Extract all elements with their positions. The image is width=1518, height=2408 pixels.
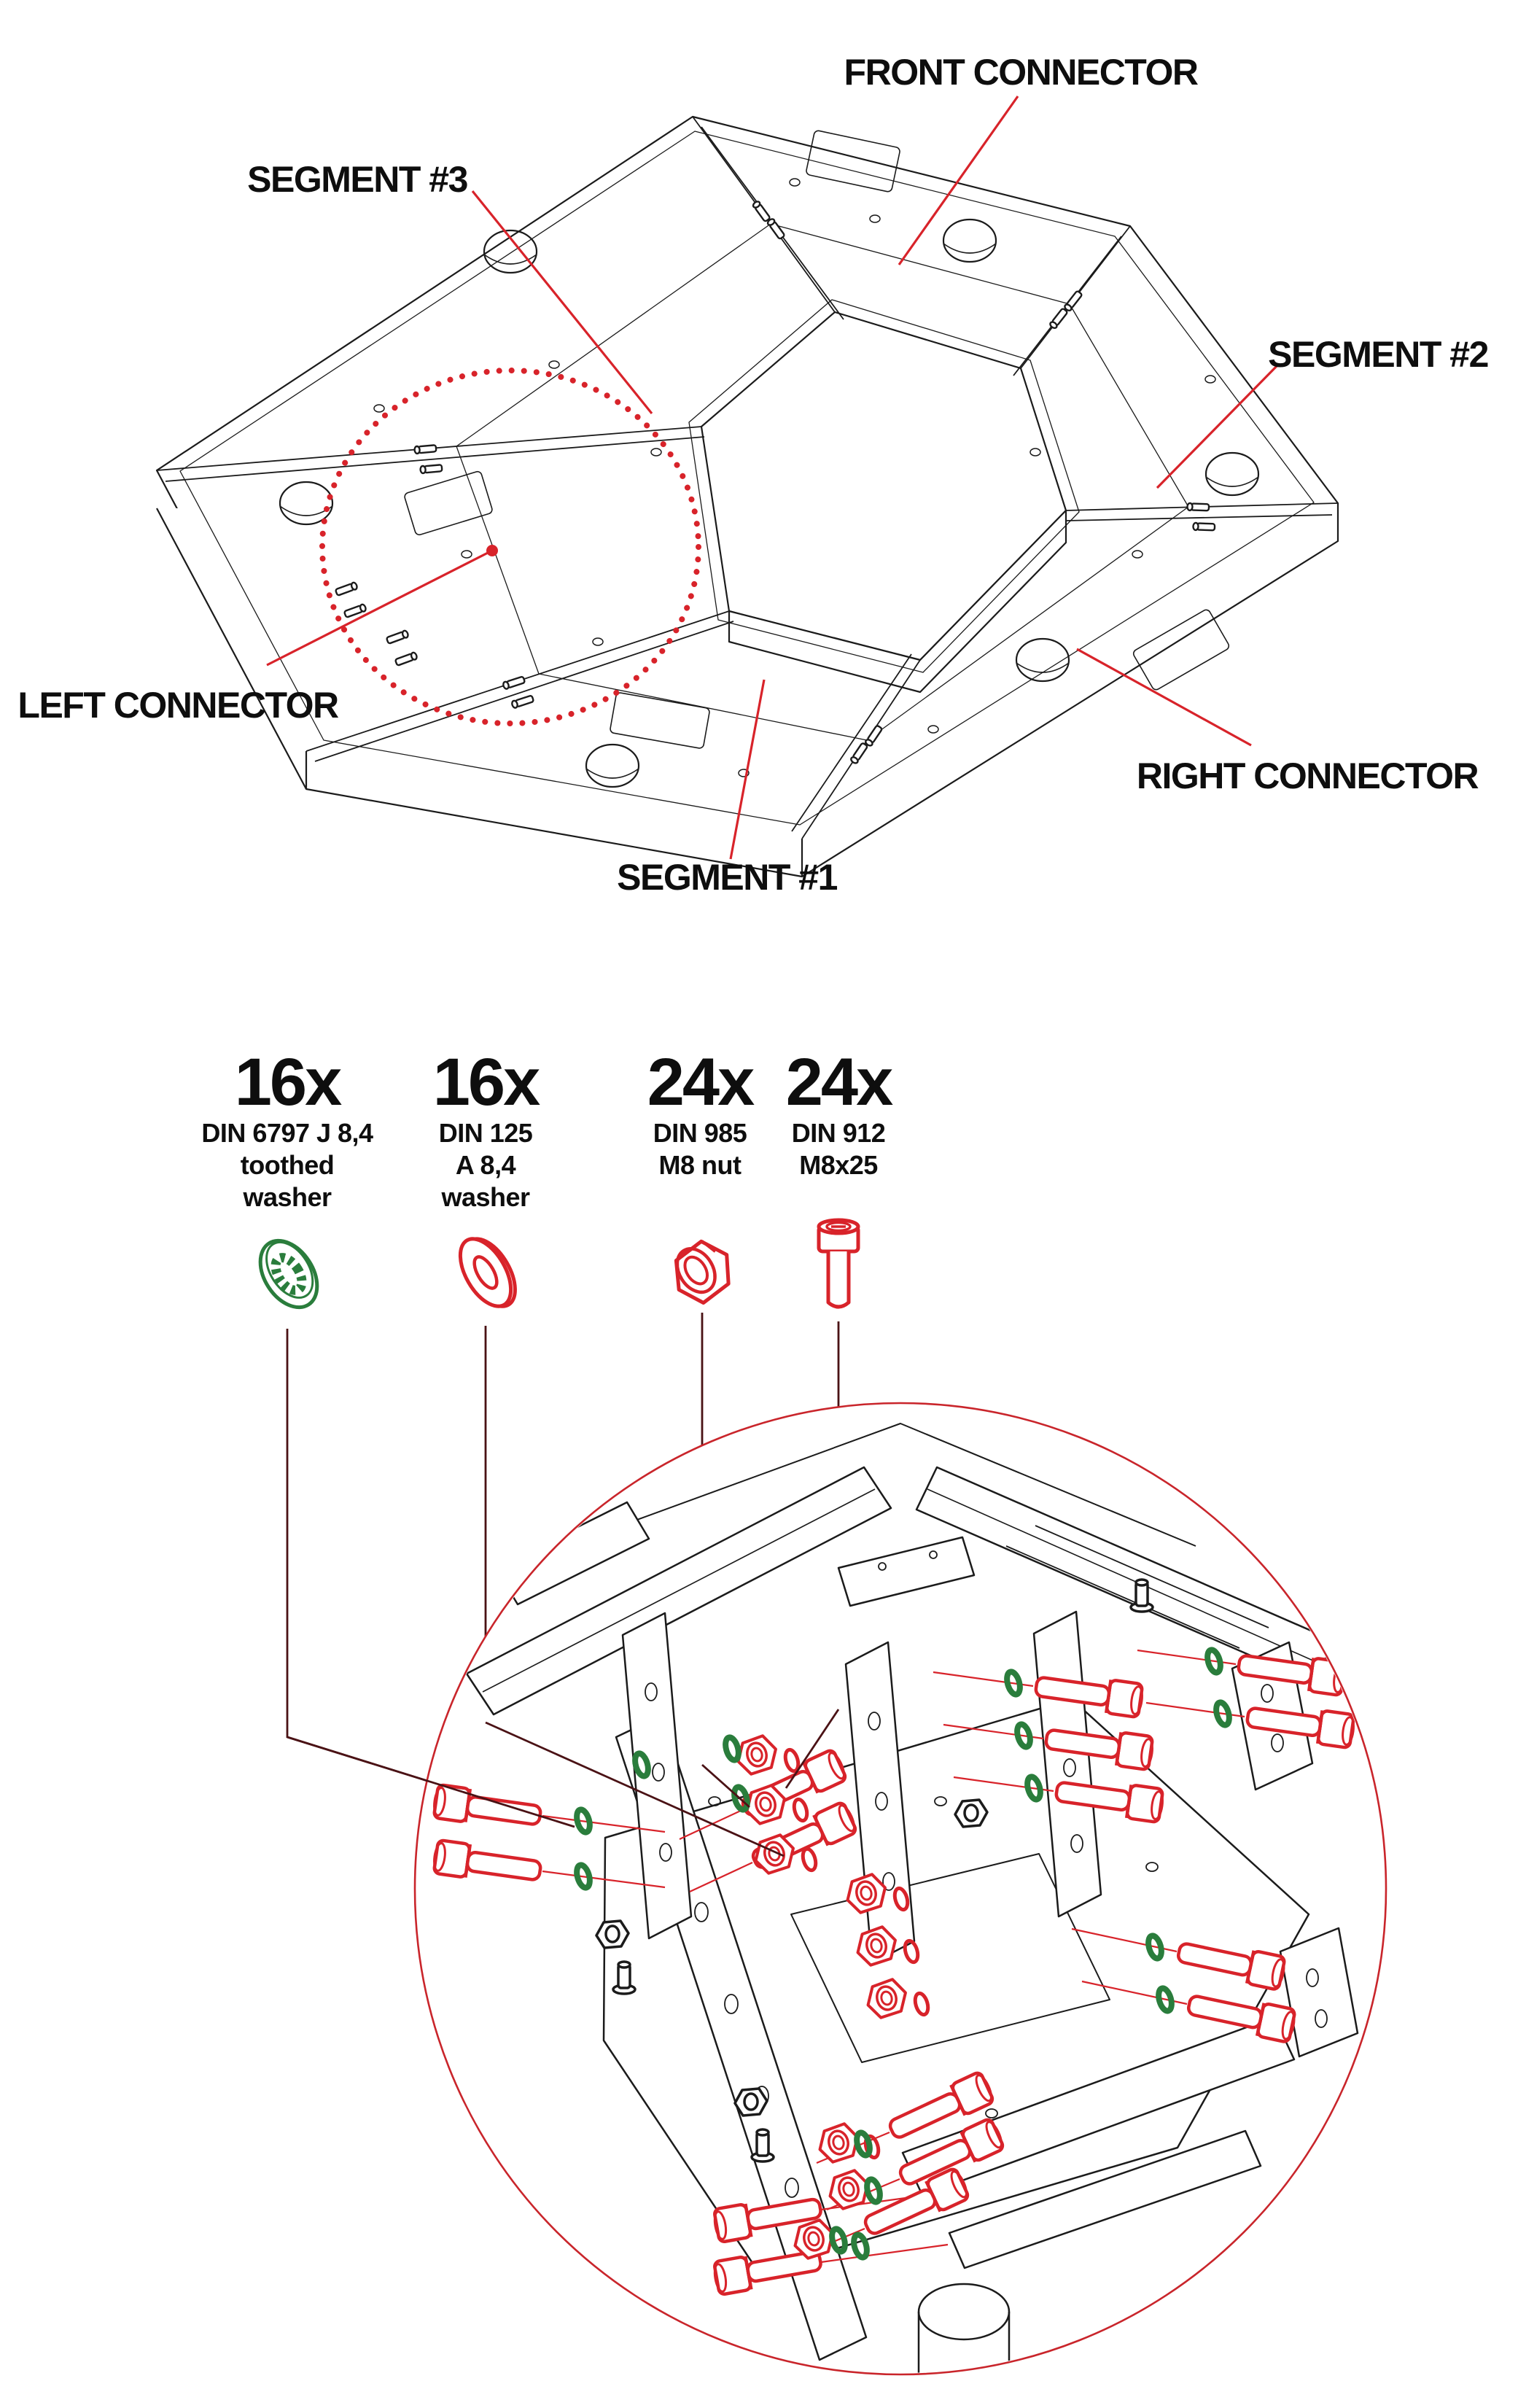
part-desc-line: M8x25: [799, 1150, 878, 1180]
panel-holes: [373, 130, 1230, 777]
label-left-connector: LEFT CONNECTOR: [17, 685, 339, 726]
label-right-connector: RIGHT CONNECTOR: [1136, 756, 1479, 796]
part-qty: 24x: [785, 1045, 893, 1119]
left-connector-leader-line: [266, 549, 493, 667]
label-front-connector: FRONT CONNECTOR: [844, 52, 1199, 93]
mounting-feet: [279, 218, 1260, 788]
label-segment-3: SEGMENT #3: [247, 159, 468, 200]
left-connector-highlight-circle: [319, 368, 701, 726]
socket-head-bolt-icon: [817, 1218, 860, 1309]
part-desc: DIN 125 A 8,4 washer: [439, 1117, 533, 1213]
hex-nut-icon: [674, 1239, 731, 1305]
part-desc-line: toothed: [240, 1150, 335, 1180]
segment-3-leader-line: [471, 190, 653, 415]
part-desc-line: M8 nut: [658, 1150, 742, 1180]
flat-washer-icon: [458, 1237, 517, 1308]
part-desc: DIN 6797 J 8,4 toothed washer: [201, 1117, 373, 1213]
part-desc: DIN 912 M8x25: [792, 1117, 886, 1181]
part-desc-line: DIN 985: [653, 1118, 747, 1148]
segment-1-leader-line: [729, 679, 766, 860]
left-connector-leader-dot: [486, 545, 498, 556]
front-connector-leader-line: [898, 96, 1019, 265]
detail-view-art: [432, 1423, 1359, 2373]
part-qty: 16x: [432, 1045, 540, 1119]
parts-icons: [258, 1218, 860, 1310]
part-desc-line: DIN 912: [791, 1118, 886, 1148]
hex-frame-top-view: [155, 115, 1339, 878]
label-segment-2: SEGMENT #2: [1268, 334, 1489, 375]
part-desc-line: A 8,4: [455, 1150, 516, 1180]
part-desc-line: DIN 6797 J 8,4: [201, 1118, 373, 1148]
toothed-washer-icon: [258, 1238, 319, 1310]
leader-lines-red: [266, 96, 1280, 860]
right-connector-leader-line: [1076, 648, 1252, 747]
segment-2-leader-line: [1156, 363, 1280, 489]
part-desc-line: washer: [243, 1182, 332, 1212]
part-qty: 16x: [234, 1045, 342, 1119]
part-qty: 24x: [647, 1045, 755, 1119]
label-segment-1: SEGMENT #1: [617, 857, 838, 898]
icon-leader-overlays: [287, 1709, 840, 1857]
part-desc-line: washer: [441, 1182, 530, 1212]
part-desc-line: DIN 125: [438, 1118, 533, 1148]
part-desc: DIN 985 M8 nut: [653, 1117, 747, 1181]
